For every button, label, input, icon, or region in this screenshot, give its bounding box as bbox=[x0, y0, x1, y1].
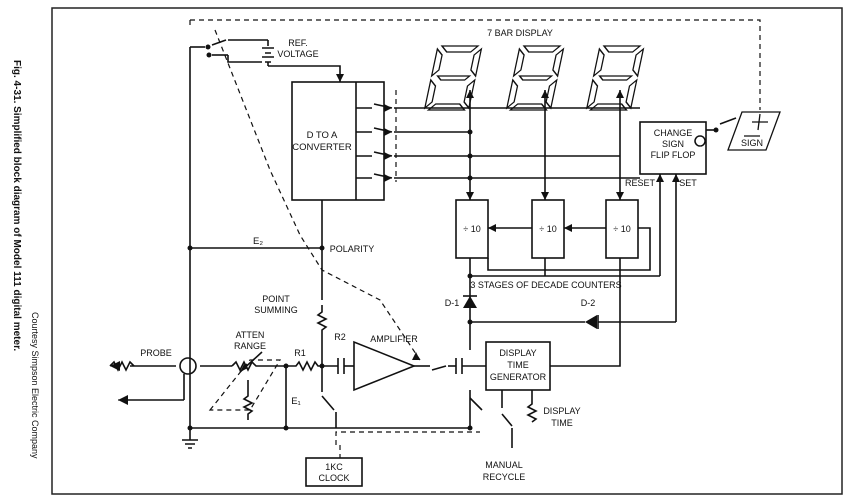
credit-line: Courtesy Simpson Electric Company bbox=[30, 312, 40, 459]
reset-label: RESET bbox=[625, 178, 656, 188]
figure-caption: Fig. 4-31. Simplified block diagram of M… bbox=[11, 60, 22, 351]
seven-bar-display-label: 7 BAR DISPLAY bbox=[487, 28, 553, 38]
clock-label-2: CLOCK bbox=[318, 473, 349, 483]
manual-recycle-label-1: MANUAL bbox=[485, 460, 523, 470]
clock-label-1: 1KC bbox=[325, 462, 343, 472]
d-to-a-converter-box bbox=[291, 81, 385, 201]
divider-box-3 bbox=[605, 199, 639, 259]
d2-label: D-2 bbox=[581, 298, 596, 308]
change-sign-label-2: SIGN bbox=[662, 139, 684, 149]
set-label: SET bbox=[679, 178, 697, 188]
amplifier-label: AMPLIFIER bbox=[370, 334, 418, 344]
d-to-a-label-2: CONVERTER bbox=[292, 142, 352, 153]
change-sign-flip-flop-box bbox=[639, 121, 707, 175]
divider-box-1 bbox=[455, 199, 489, 259]
display-time-label-1: DISPLAY bbox=[543, 406, 580, 416]
d1-label: D-1 bbox=[445, 298, 460, 308]
divider-label-1: ÷ 10 bbox=[463, 224, 480, 234]
e2-label: E₂ bbox=[253, 236, 263, 247]
point-summing-label-2: SUMMING bbox=[254, 305, 298, 315]
atten-range-label-2: RANGE bbox=[234, 341, 266, 351]
display-time-generator-label-1: DISPLAY bbox=[499, 348, 536, 358]
d-to-a-label-1: D TO A bbox=[307, 130, 338, 141]
seven-bar-display bbox=[423, 45, 781, 151]
ref-voltage-label-1: REF. bbox=[288, 38, 308, 48]
sign-label: SIGN bbox=[741, 138, 763, 148]
manual-recycle-label-2: RECYCLE bbox=[483, 472, 526, 482]
probe-label: PROBE bbox=[140, 348, 172, 358]
diagram-frame bbox=[51, 7, 843, 495]
r2-label: R2 bbox=[334, 332, 346, 342]
display-time-label-2: TIME bbox=[551, 418, 573, 428]
point-summing-label-1: POINT bbox=[262, 294, 290, 304]
atten-range-label-1: ATTEN bbox=[236, 330, 265, 340]
divider-label-3: ÷ 10 bbox=[613, 224, 630, 234]
figure-caption-text: Fig. 4-31. Simplified block diagram of M… bbox=[11, 60, 22, 351]
display-time-generator-label-2: TIME bbox=[507, 360, 529, 370]
ref-voltage-label-2: VOLTAGE bbox=[277, 49, 318, 59]
credit-text: Courtesy Simpson Electric Company bbox=[30, 312, 40, 459]
clock-box bbox=[305, 457, 363, 487]
e1-label: E₁ bbox=[291, 396, 301, 407]
divider-label-2: ÷ 10 bbox=[539, 224, 556, 234]
polarity-label: POLARITY bbox=[330, 244, 375, 254]
change-sign-label-1: CHANGE bbox=[654, 128, 693, 138]
divider-box-2 bbox=[531, 199, 565, 259]
r1-label: R1 bbox=[294, 348, 306, 358]
display-time-generator-label-3: GENERATOR bbox=[490, 372, 547, 382]
decade-counters-label: 3 STAGES OF DECADE COUNTERS bbox=[470, 280, 621, 290]
change-sign-label-3: FLIP FLOP bbox=[651, 150, 696, 160]
